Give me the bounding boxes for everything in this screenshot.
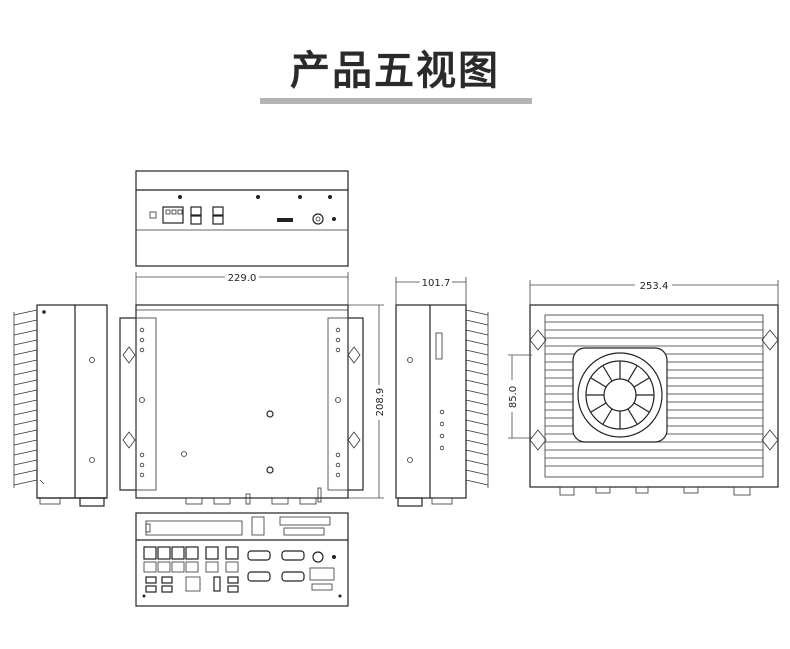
- io-panel-view: [135, 512, 349, 607]
- dim-front-height: 208.9: [375, 388, 386, 417]
- right-side-view: [395, 277, 489, 507]
- top-panel-view: [135, 170, 349, 267]
- dim-side-depth: 101.7: [422, 278, 451, 289]
- dim-fan-offset: 85.0: [508, 386, 519, 408]
- title-underline: [260, 98, 532, 104]
- front-view: [119, 272, 384, 505]
- dim-top-width: 253.4: [640, 281, 669, 292]
- page-title: 产品五视图: [290, 48, 500, 94]
- left-side-view: [13, 304, 108, 507]
- top-heatsink-view: [508, 280, 779, 496]
- dim-front-width: 229.0: [228, 273, 257, 284]
